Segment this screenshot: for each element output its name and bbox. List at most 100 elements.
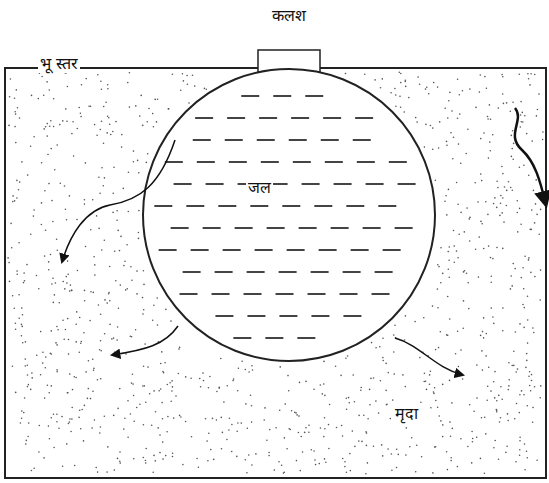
soil-dot (417, 76, 419, 78)
soil-dot (463, 271, 465, 273)
soil-dot (308, 432, 310, 434)
soil-dot (535, 179, 537, 181)
water-dash (279, 271, 297, 273)
soil-dot (366, 445, 368, 447)
soil-dot (493, 203, 495, 205)
soil-dot (496, 207, 498, 209)
soil-dot (27, 174, 29, 176)
soil-dot (284, 403, 286, 405)
soil-dot (519, 166, 521, 168)
water-dash (212, 293, 230, 295)
soil-dot (459, 113, 461, 115)
soil-dot (144, 343, 146, 345)
soil-dot (507, 420, 509, 422)
soil-dot (123, 188, 125, 190)
soil-dot (373, 377, 375, 379)
soil-dot (486, 87, 488, 89)
soil-dot (143, 457, 145, 459)
soil-dot (27, 364, 29, 366)
soil-dot (492, 134, 494, 136)
soil-dot (457, 204, 459, 206)
soil-dot (206, 89, 208, 91)
soil-dot (40, 331, 42, 333)
soil-dot (488, 367, 490, 369)
soil-dot (51, 417, 53, 419)
soil-dot (28, 384, 30, 386)
soil-dot (110, 134, 112, 136)
soil-dot (147, 366, 149, 368)
soil-dot (87, 398, 89, 400)
water-dash (343, 271, 361, 273)
soil-dot (449, 276, 451, 278)
soil-dot (264, 407, 266, 409)
soil-dot (530, 229, 532, 231)
soil-dot (21, 307, 23, 309)
soil-dot (491, 307, 493, 309)
soil-dot (226, 439, 228, 441)
soil-dot (14, 126, 16, 128)
soil-dot (91, 427, 93, 429)
soil-dot (101, 249, 103, 251)
soil-dot (435, 180, 437, 182)
soil-dot (31, 95, 33, 97)
soil-dot (395, 105, 397, 107)
soil-dot (432, 472, 434, 474)
soil-dot (472, 441, 474, 443)
soil-dot (291, 410, 293, 412)
soil-dot (128, 172, 130, 174)
soil-dot (519, 412, 521, 414)
soil-dot (476, 364, 478, 366)
soil-dot (526, 353, 528, 355)
soil-dot (500, 203, 502, 205)
soil-dot (143, 284, 145, 286)
soil-dot (54, 169, 56, 171)
soil-dot (104, 177, 106, 179)
soil-dot (533, 332, 535, 334)
soil-dot (506, 190, 508, 192)
soil-dot (231, 451, 233, 453)
soil-dot (202, 372, 204, 374)
soil-dot (159, 434, 161, 436)
soil-dot (513, 351, 515, 353)
soil-dot (53, 98, 55, 100)
soil-dot (50, 352, 52, 354)
soil-dot (99, 349, 101, 351)
soil-dot (75, 341, 77, 343)
label-text: मृदा (393, 404, 420, 423)
water-dash (227, 117, 245, 119)
soil-dot (460, 438, 462, 440)
soil-dot (501, 166, 503, 168)
soil-dot (55, 282, 57, 284)
soil-dot (511, 285, 513, 287)
soil-dot (478, 236, 480, 238)
soil-dot (432, 127, 434, 129)
soil-dot (446, 141, 448, 143)
soil-dot (101, 88, 103, 90)
soil-dot (453, 230, 455, 232)
soil-dot (221, 448, 223, 450)
soil-dot (96, 135, 98, 137)
soil-dot (251, 464, 253, 466)
soil-dot (511, 148, 513, 150)
soil-dot (405, 315, 407, 317)
soil-dot (502, 197, 504, 199)
soil-dot (108, 117, 110, 119)
soil-dot (500, 417, 502, 419)
soil-dot (107, 115, 109, 117)
soil-dot (198, 467, 200, 469)
water-dash (372, 293, 390, 295)
soil-dot (480, 221, 482, 223)
soil-dot (442, 384, 444, 386)
soil-dot (49, 126, 51, 128)
water-dash (340, 293, 358, 295)
soil-dot (143, 424, 145, 426)
soil-dot (131, 336, 133, 338)
soil-dot (88, 360, 90, 362)
soil-dot (519, 394, 521, 396)
soil-dot (341, 425, 343, 427)
soil-dot (487, 386, 489, 388)
soil-dot (10, 78, 12, 80)
soil-dot (484, 472, 486, 474)
soil-dot (435, 400, 437, 402)
soil-dot (442, 424, 444, 426)
